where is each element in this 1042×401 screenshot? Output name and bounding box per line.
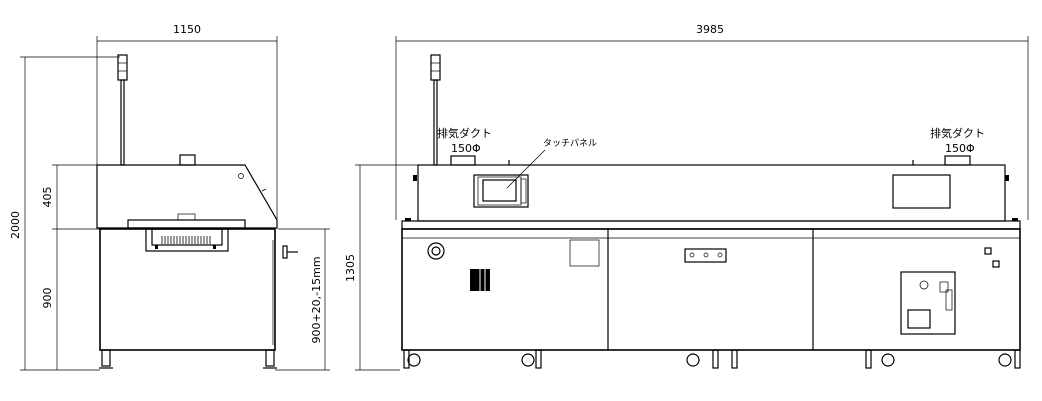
dim-label-900-tolerance: 900+20,-15mm (310, 256, 323, 343)
dim-label-3985: 3985 (696, 23, 724, 36)
exhaust-duct-label-right: 排気ダクト (930, 126, 985, 140)
dim-label-900: 900 (41, 288, 54, 309)
touch-panel-label: タッチパネル (543, 138, 597, 149)
window (892, 174, 951, 209)
signal-tower-icon (117, 54, 128, 166)
exhaust-duct-right (944, 155, 971, 166)
dim-label-405: 405 (41, 187, 54, 208)
exhaust-size-label-right: 150Φ (945, 142, 975, 155)
exhaust-size-label-left: 150Φ (451, 142, 481, 155)
dimension-total-height: 2000 (9, 56, 120, 371)
dimension-side-width: 1150 (96, 23, 278, 220)
dim-label-2000: 2000 (9, 211, 22, 239)
side-lower-body (99, 228, 298, 369)
control-panel (900, 271, 956, 335)
dim-label-1150: 1150 (173, 23, 201, 36)
front-lower-body (401, 228, 1021, 351)
front-hood (413, 160, 1009, 222)
side-view: 1150 2000 405 900 900+20,-15mm (9, 23, 330, 371)
dimension-hood-and-conveyor: 405 900 (41, 164, 100, 370)
switch-box (569, 239, 600, 267)
casters (403, 349, 1021, 369)
handle-icon (282, 245, 298, 259)
touch-panel (473, 174, 529, 208)
side-feet (99, 349, 277, 369)
signal-tower-icon (430, 54, 441, 166)
exhaust-duct-left (450, 155, 476, 166)
dimension-conveyor-tolerance: 900+20,-15mm (275, 228, 330, 371)
indicator-panel (684, 248, 727, 263)
emergency-stop-icon (427, 242, 445, 260)
exhaust-duct-label-left: 排気ダクト (437, 126, 492, 140)
flange (401, 220, 1021, 230)
dimension-front-height: 1305 (344, 164, 418, 371)
leader-line (506, 149, 546, 189)
dimension-front-length: 3985 (395, 23, 1029, 220)
front-view: 3985 1305 排気ダクト 150Φ 排気ダクト 150Φ タッチパネル (344, 23, 1029, 371)
side-hood (96, 154, 278, 229)
dim-label-1305: 1305 (344, 254, 357, 282)
